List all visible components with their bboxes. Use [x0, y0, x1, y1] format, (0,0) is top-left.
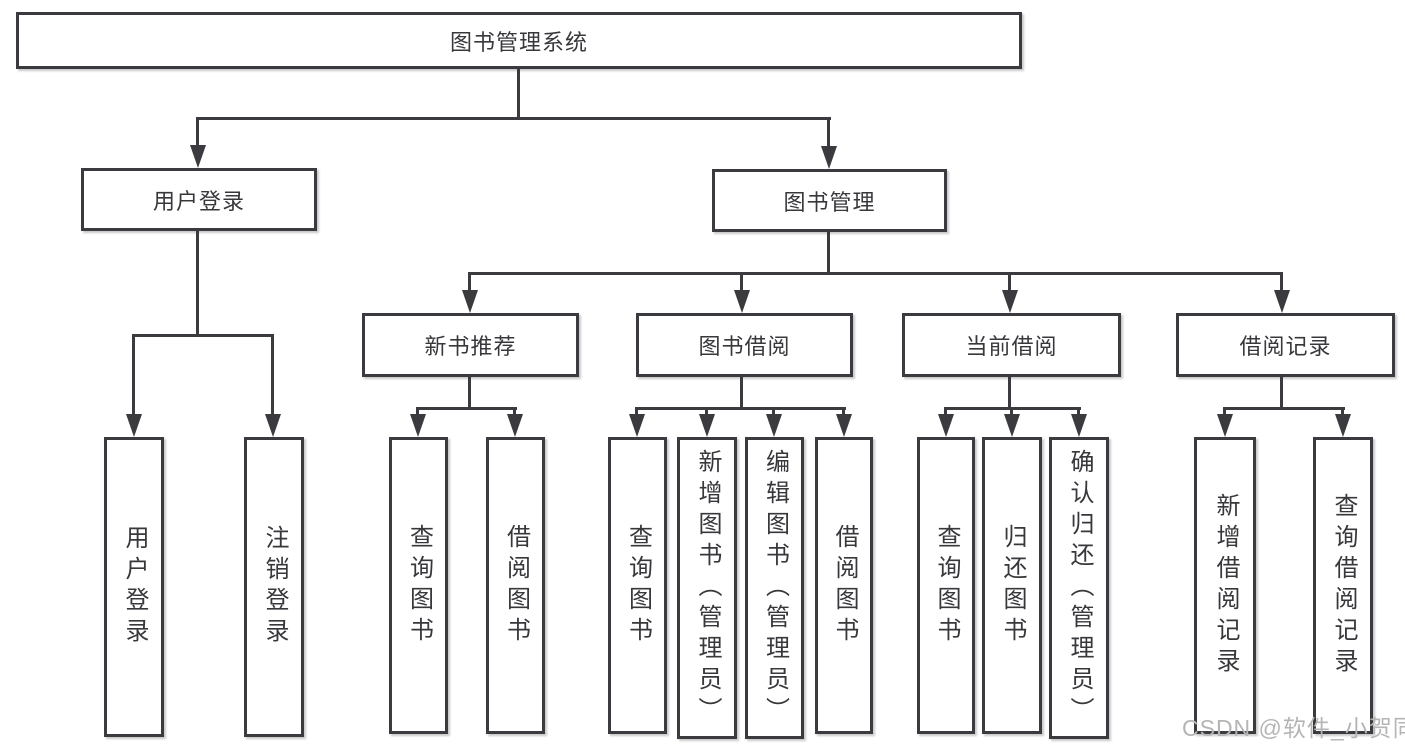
arrow-down-icon	[836, 414, 852, 437]
connector-line	[1010, 407, 1013, 417]
connector-line	[1008, 377, 1011, 410]
node-leaf-query-borrow-record-label: 查询借阅记录	[1330, 492, 1357, 679]
connector-line	[1077, 407, 1080, 417]
node-leaf-query-book-2-label: 查询图书	[624, 523, 652, 648]
node-root-label: 图书管理系统	[449, 29, 588, 55]
connector-line	[271, 334, 274, 416]
connector-line	[635, 407, 846, 410]
node-book-management-label: 图书管理	[783, 189, 876, 215]
connector-line	[1280, 377, 1283, 410]
arrow-down-icon	[265, 414, 281, 437]
arrow-down-icon	[734, 290, 750, 313]
node-leaf-query-borrow-record: 查询借阅记录	[1313, 437, 1373, 734]
connector-line	[827, 117, 830, 147]
arrow-down-icon	[126, 414, 142, 437]
node-user-login-label: 用户登录	[152, 188, 245, 214]
node-leaf-query-book-1-label: 查询图书	[405, 523, 433, 648]
connector-line	[517, 69, 520, 119]
node-leaf-confirm-return-admin-label: 确认归还（管理员）	[1066, 448, 1093, 728]
node-borrow-record: 借阅记录	[1176, 313, 1395, 377]
node-leaf-return-book-label: 归还图书	[999, 523, 1026, 648]
node-current-borrow-label: 当前借阅	[965, 334, 1058, 359]
node-leaf-user-login-label: 用户登录	[121, 525, 148, 649]
arrow-down-icon	[1217, 414, 1233, 437]
connector-line	[416, 407, 419, 417]
connector-line	[944, 407, 947, 417]
node-leaf-borrow-book-2: 借阅图书	[815, 437, 873, 734]
connector-line	[1008, 272, 1011, 292]
node-leaf-add-book-admin-label: 新增图书（管理员）	[694, 448, 721, 728]
connector-line	[196, 231, 199, 337]
connector-line	[1223, 407, 1345, 410]
connector-line	[1223, 407, 1226, 417]
node-borrow-record-label: 借阅记录	[1239, 334, 1332, 359]
node-leaf-return-book: 归还图书	[982, 437, 1042, 734]
node-user-login: 用户登录	[81, 168, 317, 231]
arrow-down-icon	[462, 290, 478, 313]
connector-line	[468, 272, 1283, 275]
arrow-down-icon	[766, 414, 782, 437]
node-root: 图书管理系统	[16, 12, 1022, 69]
connector-line	[1341, 407, 1344, 417]
connector-line	[827, 232, 830, 275]
connector-line	[1280, 272, 1283, 292]
arrow-down-icon	[699, 414, 715, 437]
arrow-down-icon	[821, 146, 837, 169]
connector-line	[772, 407, 775, 417]
arrow-down-icon	[629, 414, 645, 437]
arrow-down-icon	[1002, 290, 1018, 313]
connector-line	[635, 407, 638, 417]
connector-line	[705, 407, 708, 417]
node-leaf-edit-book-admin: 编辑图书（管理员）	[745, 437, 804, 739]
connector-line	[468, 272, 471, 292]
node-book-borrow: 图书借阅	[636, 313, 853, 377]
connector-line	[740, 377, 743, 410]
watermark-text: CSDN @软件_小贺同学	[1182, 715, 1405, 741]
connector-line	[197, 117, 831, 120]
node-leaf-confirm-return-admin: 确认归还（管理员）	[1049, 437, 1109, 739]
connector-line	[468, 377, 471, 410]
node-leaf-add-borrow-record: 新增借阅记录	[1194, 437, 1256, 734]
connector-line	[416, 407, 517, 410]
node-leaf-logout-label: 注销登录	[261, 525, 288, 649]
node-leaf-logout: 注销登录	[244, 437, 304, 737]
node-leaf-borrow-book-2-label: 借阅图书	[831, 523, 858, 648]
connector-line	[842, 407, 845, 417]
arrow-down-icon	[410, 414, 426, 437]
arrow-down-icon	[507, 414, 523, 437]
connector-line	[132, 334, 274, 337]
node-new-book-recommend-label: 新书推荐	[424, 334, 517, 359]
node-current-borrow: 当前借阅	[902, 313, 1121, 377]
connector-line	[513, 407, 516, 417]
node-leaf-query-book-2: 查询图书	[608, 437, 667, 734]
connector-line	[740, 272, 743, 292]
connector-line	[196, 117, 199, 147]
node-leaf-add-book-admin: 新增图书（管理员）	[677, 437, 737, 739]
arrow-down-icon	[1274, 290, 1290, 313]
arrow-down-icon	[1071, 414, 1087, 437]
node-leaf-borrow-book-1-label: 借阅图书	[502, 523, 530, 648]
node-leaf-user-login: 用户登录	[104, 437, 164, 737]
node-leaf-borrow-book-1: 借阅图书	[486, 437, 545, 734]
arrow-down-icon	[1335, 414, 1351, 437]
node-leaf-query-book-3-label: 查询图书	[933, 523, 960, 648]
node-leaf-query-book-3: 查询图书	[917, 437, 975, 734]
node-new-book-recommend: 新书推荐	[362, 313, 579, 377]
node-book-management: 图书管理	[712, 169, 947, 232]
arrow-down-icon	[190, 145, 206, 168]
arrow-down-icon	[1004, 414, 1020, 437]
arrow-down-icon	[938, 414, 954, 437]
node-leaf-query-book-1: 查询图书	[389, 437, 448, 734]
connector-line	[132, 334, 135, 416]
node-leaf-add-borrow-record-label: 新增借阅记录	[1212, 492, 1239, 679]
node-leaf-edit-book-admin-label: 编辑图书（管理员）	[761, 448, 789, 728]
node-book-borrow-label: 图书借阅	[698, 334, 791, 359]
